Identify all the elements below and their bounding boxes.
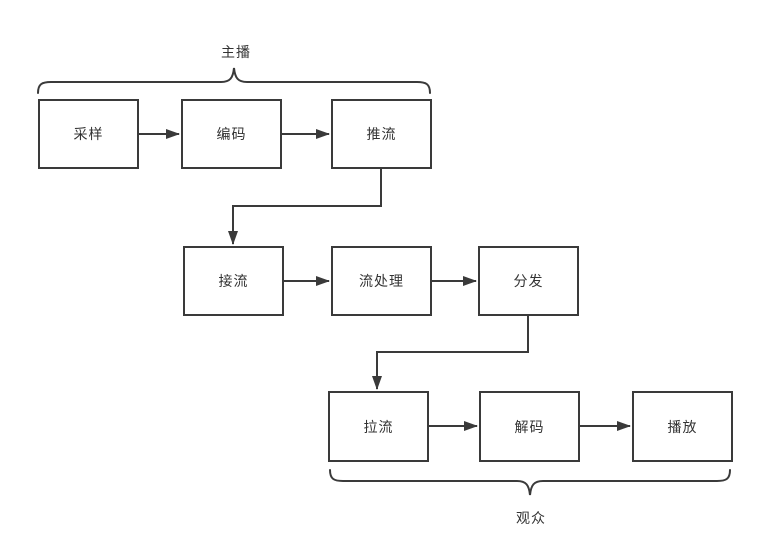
brace-audience	[329, 469, 731, 496]
node-pull-stream-label: 拉流	[363, 418, 394, 435]
node-distribution: 分发	[478, 246, 579, 316]
node-encoding-label: 编码	[216, 126, 247, 142]
edge-push-ingest	[228, 169, 382, 245]
node-pull-stream: 拉流	[328, 391, 429, 462]
brace-broadcaster	[37, 67, 431, 94]
group-label-audience: 观众	[516, 510, 546, 526]
edge-distribution-pull	[372, 316, 529, 390]
node-sampling: 采样	[38, 99, 139, 169]
node-ingest-stream-label: 接流	[218, 273, 249, 289]
node-push-stream-label: 推流	[366, 126, 397, 142]
node-stream-processing: 流处理	[331, 246, 432, 316]
node-decoding-label: 解码	[514, 418, 545, 435]
group-label-broadcaster: 主播	[221, 44, 251, 60]
node-distribution-label: 分发	[513, 273, 544, 289]
node-sampling-label: 采样	[73, 126, 104, 142]
node-push-stream: 推流	[331, 99, 432, 169]
node-decoding: 解码	[479, 391, 580, 462]
node-stream-processing-label: 流处理	[359, 273, 404, 289]
node-encoding: 编码	[181, 99, 282, 169]
node-playback: 播放	[632, 391, 733, 462]
node-ingest-stream: 接流	[183, 246, 284, 316]
node-playback-label: 播放	[667, 418, 698, 435]
